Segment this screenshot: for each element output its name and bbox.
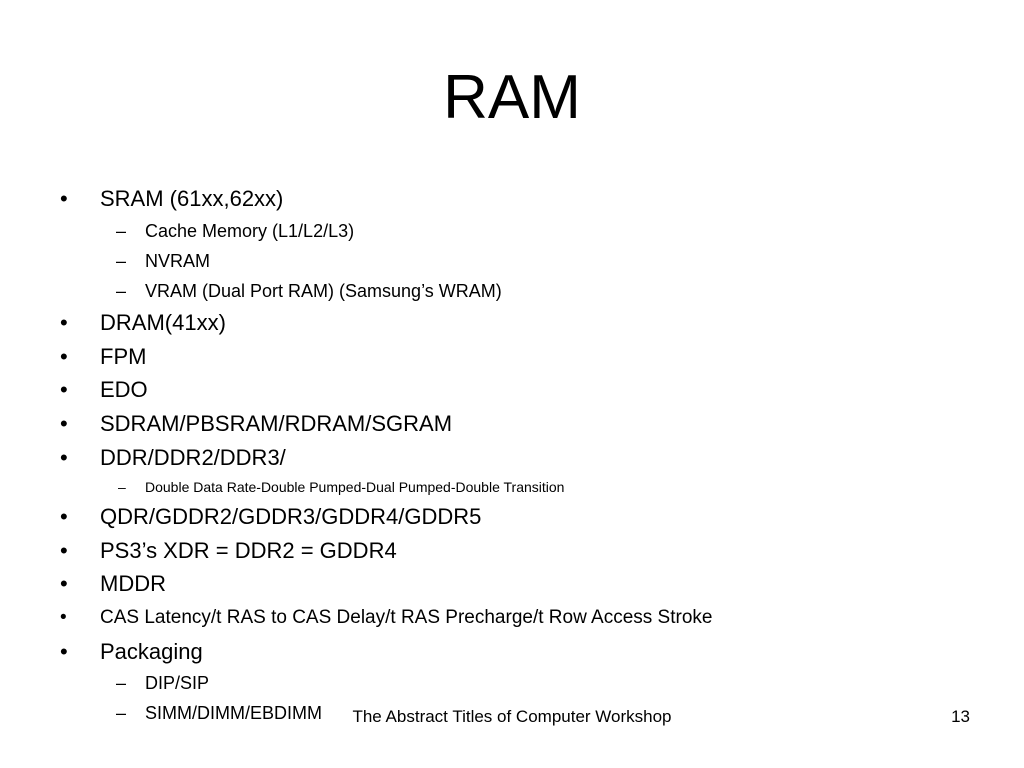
bullet-marker: • xyxy=(60,310,68,336)
bullet-marker: • xyxy=(60,444,68,470)
sub-bullet-item: –VRAM (Dual Port RAM) (Samsung’s WRAM) xyxy=(60,276,980,306)
bullet-text: NVRAM xyxy=(145,250,211,271)
bullet-list: •SRAM (61xx,62xx)–Cache Memory (L1/L2/L3… xyxy=(60,182,980,728)
dash-marker: – xyxy=(116,673,127,694)
bullet-marker: • xyxy=(60,606,67,628)
dash-marker: – xyxy=(118,479,126,496)
bullet-text: VRAM (Dual Port RAM) (Samsung’s WRAM) xyxy=(145,280,502,301)
bullet-text: MDDR xyxy=(100,571,166,597)
bullet-text: EDO xyxy=(100,377,148,403)
bullet-marker: • xyxy=(60,343,68,369)
bullet-item: • FPM xyxy=(60,340,980,374)
bullet-text: Packaging xyxy=(100,638,203,664)
bullet-text: DRAM(41xx) xyxy=(100,310,226,336)
bullet-marker: • xyxy=(60,571,68,597)
bullet-text: DDR/DDR2/DDR3/ xyxy=(100,444,286,470)
bullet-text: PS3’s XDR = DDR2 = GDDR4 xyxy=(100,537,397,563)
bullet-item: • CAS Latency/t RAS to CAS Delay/t RAS Pr… xyxy=(60,601,980,635)
bullet-text: QDR/GDDR2/GDDR3/GDDR4/GDDR5 xyxy=(100,504,482,530)
bullet-item: • DRAM(41xx) xyxy=(60,306,980,340)
bullet-text: Cache Memory (L1/L2/L3) xyxy=(145,220,355,241)
sub-bullet-item: –Cache Memory (L1/L2/L3) xyxy=(60,216,980,246)
bullet-item: • PS3’s XDR = DDR2 = GDDR4 xyxy=(60,534,980,568)
sub-bullet-item: –SIMM/DIMM/EBDIMM xyxy=(60,698,980,728)
bullet-text: SRAM (61xx,62xx) xyxy=(100,186,284,211)
bullet-marker: • xyxy=(60,377,68,403)
slide-title: RAM xyxy=(443,63,581,132)
bullet-item: • SDRAM/PBSRAM/RDRAM/SGRAM xyxy=(60,407,980,441)
bullet-item: • MDDR xyxy=(60,567,980,601)
page-number: 13 xyxy=(951,707,970,726)
sub-bullet-item: –DIP/SIP xyxy=(60,668,980,698)
bullet-item: • SRAM (61xx,62xx) xyxy=(60,182,980,216)
bullet-text: Double Data Rate-Double Pumped-Dual Pump… xyxy=(145,479,565,496)
dash-marker: – xyxy=(116,703,127,724)
bullet-marker: • xyxy=(60,537,68,563)
bullet-marker: • xyxy=(60,186,68,211)
sub-bullet-item: – Double Data Rate-Double Pumped-Dual Pum… xyxy=(60,474,980,500)
bullet-item: • EDO xyxy=(60,373,980,407)
bullet-marker: • xyxy=(60,410,68,436)
dash-marker: – xyxy=(116,250,127,271)
dash-marker: – xyxy=(116,220,127,241)
bullet-text: CAS Latency/t RAS to CAS Delay/t RAS Pre… xyxy=(100,606,713,628)
dash-marker: – xyxy=(116,280,127,301)
bullet-item: • Packaging xyxy=(60,635,980,669)
bullet-text: FPM xyxy=(100,343,147,369)
slide-footer: The Abstract Titles of Computer Workshop xyxy=(352,707,672,726)
bullet-marker: • xyxy=(60,638,68,664)
bullet-item: • QDR/GDDR2/GDDR3/GDDR4/GDDR5 xyxy=(60,500,980,534)
sub-bullet-item: –NVRAM xyxy=(60,246,980,276)
bullet-item: • DDR/DDR2/DDR3/ xyxy=(60,441,980,475)
bullet-text: SDRAM/PBSRAM/RDRAM/SGRAM xyxy=(100,410,453,436)
bullet-text: DIP/SIP xyxy=(145,673,210,694)
bullet-text: SIMM/DIMM/EBDIMM xyxy=(145,703,322,724)
bullet-marker: • xyxy=(60,504,68,530)
